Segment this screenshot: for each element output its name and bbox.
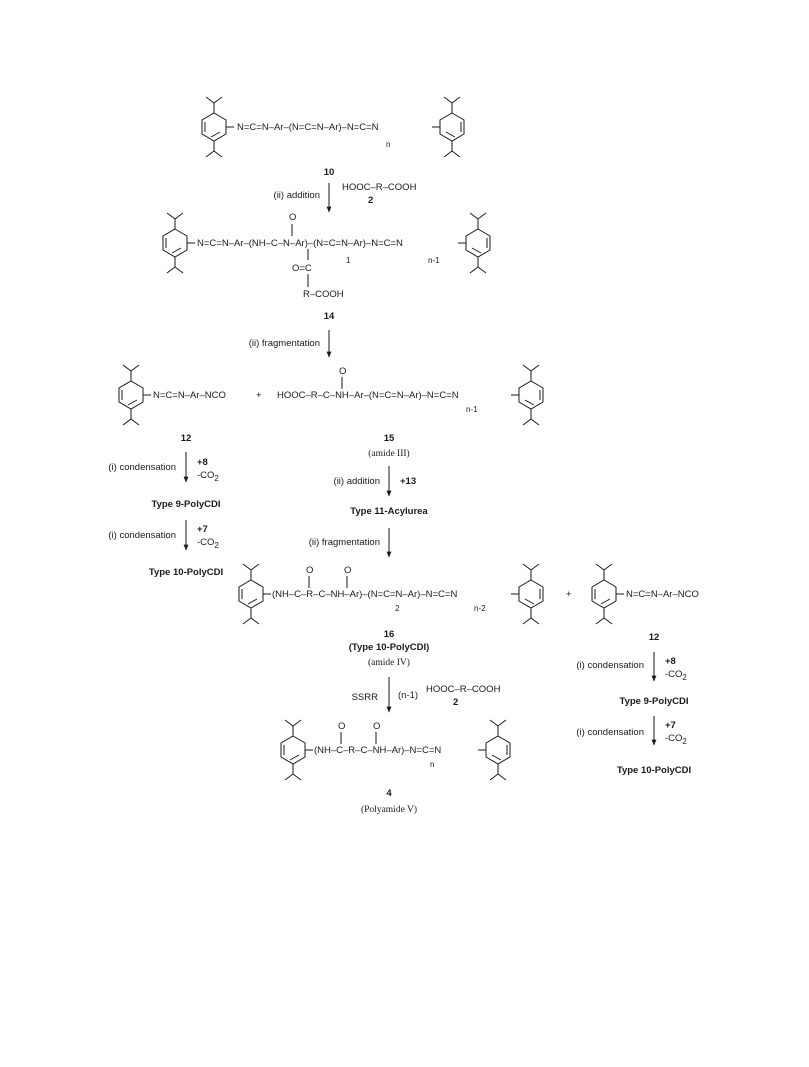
arrow-fragmentation-2: (ii) fragmentation xyxy=(309,528,392,558)
aryl-ring-icon xyxy=(591,563,625,625)
structure-4: (NH–C–R–C–NH–Ar)–N=C=N O O n 4 (Polyamid… xyxy=(280,719,511,815)
label-4: 4 xyxy=(386,788,392,799)
carbonyl-oxygen: O xyxy=(306,565,313,576)
aryl-ring-icon xyxy=(280,719,314,781)
aryl-ring-icon xyxy=(238,563,272,625)
arrow-label: (i) condensation xyxy=(576,660,644,671)
arrow-ssrr: SSRR (n-1) HOOC–R–COOH 2 xyxy=(352,677,501,713)
arrow-label: (i) condensation xyxy=(108,530,176,541)
arrow-addition-2: (ii) addition +13 xyxy=(334,466,416,497)
sublabel-16: (Type 10-PolyCDI) xyxy=(349,642,430,653)
arrow-label: SSRR xyxy=(352,692,379,703)
plus-sign: + xyxy=(256,390,262,401)
co2-loss: -CO2 xyxy=(197,470,219,483)
structure-12-left: N=C=N–Ar–NCO 12 xyxy=(118,364,226,444)
reagent-7: +7 xyxy=(197,524,208,535)
arrow-label: (i) condensation xyxy=(576,727,644,738)
arrow-label: (ii) fragmentation xyxy=(309,537,380,548)
label-14: 14 xyxy=(324,311,335,322)
aryl-ring-icon xyxy=(477,719,511,781)
subscript-n-1: n-1 xyxy=(428,256,440,265)
plus-sign: + xyxy=(566,589,572,600)
subscript-n-1: n-1 xyxy=(466,405,478,414)
label-15: 15 xyxy=(384,433,395,444)
carbonyl-oxygen: O xyxy=(289,212,296,223)
formula-15: HOOC–R–C–NH–Ar–(N=C=N–Ar)–N=C=N xyxy=(277,390,459,401)
structure-14: N=C=N–Ar–(NH–C–N–Ar)–(N=C=N–Ar)–N=C=N 1 … xyxy=(162,212,491,322)
formula-14: N=C=N–Ar–(NH–C–N–Ar)–(N=C=N–Ar)–N=C=N xyxy=(197,238,403,249)
aryl-ring-icon xyxy=(118,364,152,426)
aryl-ring-icon xyxy=(510,563,544,625)
subscript-n: n xyxy=(430,760,434,769)
arrow-condensation-right-1: (i) condensation +8 -CO2 xyxy=(576,652,687,682)
carbonyl-oxygen: O xyxy=(344,565,351,576)
formula-12: N=C=N–Ar–NCO xyxy=(626,589,699,600)
structure-15: HOOC–R–C–NH–Ar–(N=C=N–Ar)–N=C=N O n-1 15… xyxy=(277,364,544,459)
product-type10-left: Type 10-PolyCDI xyxy=(149,567,223,578)
arrow-label: (ii) addition xyxy=(274,190,320,201)
aryl-ring-icon xyxy=(457,212,491,274)
reagent-8: +8 xyxy=(665,656,676,667)
formula-4: (NH–C–R–C–NH–Ar)–N=C=N xyxy=(314,745,441,756)
subscript-2: 2 xyxy=(395,604,400,613)
aryl-ring-icon xyxy=(201,96,235,158)
caption-amide-iv: (amide IV) xyxy=(368,657,410,668)
diacid-label: 2 xyxy=(368,195,373,206)
repeat-count: (n-1) xyxy=(398,690,418,701)
carbonyl-oxygen: O xyxy=(338,721,345,732)
formula-16: (NH–C–R–C–NH–Ar)–(N=C=N–Ar)–N=C=N xyxy=(272,589,457,600)
arrow-addition-1: (ii) addition HOOC–R–COOH 2 xyxy=(274,182,417,213)
aryl-ring-icon xyxy=(162,212,196,274)
co2-loss: -CO2 xyxy=(665,669,687,682)
reagent-7: +7 xyxy=(665,720,676,731)
reagent-13: +13 xyxy=(400,476,416,487)
carbonyl-oxygen: O xyxy=(373,721,380,732)
subscript-n: n xyxy=(386,140,390,149)
structure-10: N=C=N–Ar–(N=C=N–Ar)–N=C=N n 10 xyxy=(201,96,465,178)
structure-16: (NH–C–R–C–NH–Ar)–(N=C=N–Ar)–N=C=N O O 2 … xyxy=(238,563,544,668)
label-12: 12 xyxy=(181,433,192,444)
caption-amide-iii: (amide III) xyxy=(368,448,409,459)
subscript-n-2: n-2 xyxy=(474,604,486,613)
caption-polyamide-v: (Polyamide V) xyxy=(361,804,417,815)
aryl-ring-icon xyxy=(510,364,544,426)
diacid-reagent: HOOC–R–COOH xyxy=(426,684,501,695)
reagent-8: +8 xyxy=(197,457,208,468)
acid-tail: R–COOH xyxy=(303,289,344,300)
co2-loss: -CO2 xyxy=(665,733,687,746)
diacid-label: 2 xyxy=(453,697,458,708)
aryl-ring-icon xyxy=(431,96,465,158)
formula-12: N=C=N–Ar–NCO xyxy=(153,390,226,401)
label-10: 10 xyxy=(324,167,335,178)
product-type9-right: Type 9-PolyCDI xyxy=(620,696,689,707)
product-type11: Type 11-Acylurea xyxy=(350,506,428,517)
product-type9-left: Type 9-PolyCDI xyxy=(152,499,221,510)
arrow-condensation-right-2: (i) condensation +7 -CO2 xyxy=(576,716,687,746)
arrow-label: (i) condensation xyxy=(108,462,176,473)
product-type10-right: Type 10-PolyCDI xyxy=(617,765,691,776)
structure-12-right: N=C=N–Ar–NCO 12 xyxy=(591,563,699,643)
arrow-fragmentation-1: (ii) fragmentation xyxy=(249,330,332,358)
co2-loss: -CO2 xyxy=(197,537,219,550)
arrow-label: (ii) fragmentation xyxy=(249,338,320,349)
subscript-1: 1 xyxy=(346,256,351,265)
acyl-group: O=C xyxy=(292,263,312,274)
arrow-condensation-left-1: (i) condensation +8 -CO2 xyxy=(108,452,219,483)
formula-10: N=C=N–Ar–(N=C=N–Ar)–N=C=N xyxy=(237,122,379,133)
arrow-condensation-left-2: (i) condensation +7 -CO2 xyxy=(108,520,219,551)
label-12: 12 xyxy=(649,632,660,643)
label-16: 16 xyxy=(384,629,395,640)
arrow-label: (ii) addition xyxy=(334,476,380,487)
diacid-reagent: HOOC–R–COOH xyxy=(342,182,417,193)
carbonyl-oxygen: O xyxy=(339,366,346,377)
